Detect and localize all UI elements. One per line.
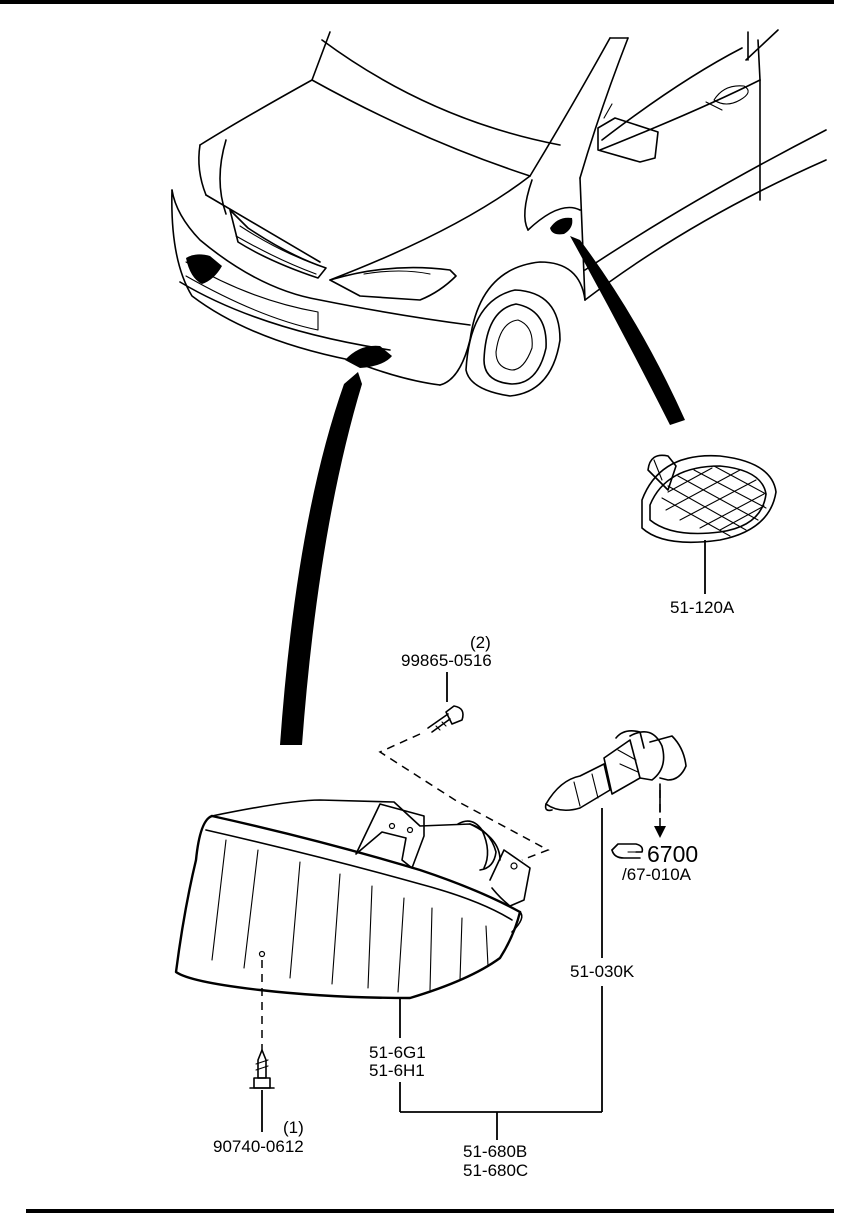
- lamp-part-number-2: 51-6H1: [369, 1061, 425, 1080]
- bottom-border: [26, 1209, 834, 1213]
- screw-guide-line: [378, 733, 550, 861]
- top-screw-quantity: (2): [470, 633, 491, 652]
- top-screw-icon: [427, 705, 464, 733]
- bulb-icon: [544, 730, 687, 838]
- side-marker-lamp: [641, 454, 777, 544]
- lamp-leader-swoosh: [280, 372, 362, 745]
- top-border: [0, 0, 834, 4]
- bulb-reference-sub: /67-010A: [622, 865, 692, 884]
- bottom-screw-icon: [249, 1049, 275, 1089]
- top-screw-part-number: 99865-0516: [401, 651, 492, 670]
- marker-leader-swoosh: [570, 236, 685, 425]
- vehicle-illustration: [171, 29, 827, 397]
- bulb-reference-code: 6700: [647, 841, 698, 867]
- bottom-screw-part-number: 90740-0612: [213, 1137, 304, 1156]
- corner-lamp-assembly: [174, 799, 531, 1000]
- assembly-part-number-1: 51-680B: [463, 1142, 527, 1161]
- assembly-part-number-2: 51-680C: [463, 1161, 528, 1180]
- side-marker-part-number: 51-120A: [670, 598, 735, 617]
- bottom-screw-quantity: (1): [283, 1118, 304, 1137]
- bulb-part-number: 51-030K: [570, 962, 635, 981]
- lamp-part-number-1: 51-6G1: [369, 1043, 426, 1062]
- pointing-hand-icon: [611, 843, 644, 859]
